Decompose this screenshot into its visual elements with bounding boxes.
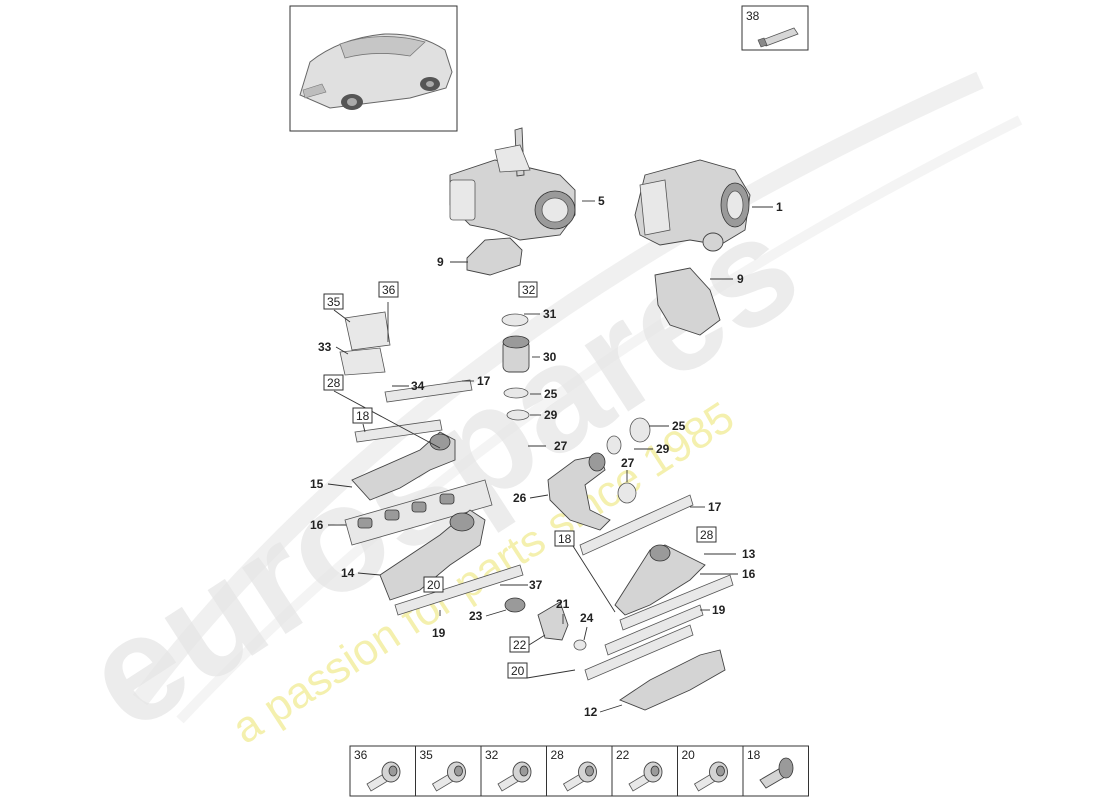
callout-1: 1 xyxy=(776,200,783,214)
callout-31: 31 xyxy=(543,307,557,321)
fastener-cell: 22 xyxy=(611,745,678,797)
callout-33: 33 xyxy=(318,340,332,354)
callout-13: 13 xyxy=(742,547,756,561)
callout-29a: 29 xyxy=(544,408,558,422)
callout-24: 24 xyxy=(580,611,594,625)
callout-19b: 19 xyxy=(712,603,726,617)
callout-12: 12 xyxy=(584,705,598,719)
fastener-cell: 35 xyxy=(415,745,482,797)
turbocharger-left xyxy=(449,127,576,241)
gasket-19-left xyxy=(394,564,524,616)
boxed-callout-35: 35 xyxy=(327,295,341,309)
fastener-ref: 20 xyxy=(682,748,696,762)
adapter-stack-30 xyxy=(501,313,530,421)
sensor-21 xyxy=(504,597,587,651)
boxed-callouts: 32 35 36 28 18 28 18 20 22 20 xyxy=(323,281,717,679)
callout-37: 37 xyxy=(529,578,543,592)
bolt-icon xyxy=(497,761,532,792)
bolt-icon xyxy=(693,761,728,792)
turbocharger-heatshield-left xyxy=(466,237,523,276)
fastener-strip: 36 35 32 28 22 20 18 xyxy=(349,745,809,797)
clamp-25 xyxy=(606,417,651,504)
sealant-tube-icon xyxy=(757,27,799,48)
manifold-gasket-left xyxy=(344,479,493,546)
callout-17a: 17 xyxy=(477,374,491,388)
sealant-box: 38 xyxy=(741,5,809,51)
bolt-icon xyxy=(431,761,466,792)
callout-9b: 9 xyxy=(737,272,744,286)
vehicle-thumbnail xyxy=(289,5,458,132)
callout-23: 23 xyxy=(469,609,483,623)
sealant-ref: 38 xyxy=(746,9,760,23)
fastener-ref: 36 xyxy=(354,748,368,762)
exhaust-manifold-12 xyxy=(584,624,726,711)
boxed-callout-32: 32 xyxy=(522,283,536,297)
callout-25b: 25 xyxy=(672,419,686,433)
fastener-ref: 35 xyxy=(420,748,434,762)
fastener-ref: 22 xyxy=(616,748,630,762)
boxed-callout-28b: 28 xyxy=(700,528,714,542)
gasket-19-right xyxy=(604,604,704,656)
callout-labels: 1 5 9 9 31 30 25 29 33 34 17 27 25 29 27… xyxy=(310,194,783,719)
bolt-icon xyxy=(562,761,597,792)
callout-34: 34 xyxy=(411,379,425,393)
boxed-callout-36: 36 xyxy=(382,283,396,297)
exhaust-manifold-left xyxy=(351,431,456,501)
fastener-ref: 32 xyxy=(485,748,499,762)
gasket-17-right xyxy=(579,494,694,556)
nut-icon xyxy=(759,757,794,789)
callout-16b: 16 xyxy=(742,567,756,581)
callout-26: 26 xyxy=(513,491,527,505)
fastener-cell: 36 xyxy=(349,745,416,797)
callout-27a: 27 xyxy=(554,439,568,453)
exhaust-pipe-26 xyxy=(547,452,611,531)
boxed-callout-18b: 18 xyxy=(558,532,572,546)
callout-19a: 19 xyxy=(432,626,446,640)
gasket-17-left xyxy=(354,379,473,443)
bolt-icon xyxy=(628,761,663,792)
callout-29b: 29 xyxy=(656,442,670,456)
callout-14: 14 xyxy=(341,566,355,580)
exhaust-manifold-14 xyxy=(379,509,486,601)
fastener-cell: 32 xyxy=(480,745,547,797)
car-thumbnail-icon xyxy=(299,33,453,110)
boxed-callout-28a: 28 xyxy=(327,376,341,390)
turbocharger-right xyxy=(634,159,751,252)
turbocharger-bracket-right xyxy=(654,267,721,336)
callout-27b: 27 xyxy=(621,456,635,470)
callout-25a: 25 xyxy=(544,387,558,401)
exhaust-manifold-13 xyxy=(614,544,706,616)
heat-shield-33 xyxy=(339,311,391,376)
boxed-callout-18a: 18 xyxy=(356,409,370,423)
callout-9a: 9 xyxy=(437,255,444,269)
leader-lines xyxy=(327,200,773,713)
callout-5: 5 xyxy=(598,194,605,208)
gasket-16-right xyxy=(619,574,734,631)
callout-30: 30 xyxy=(543,350,557,364)
callout-15: 15 xyxy=(310,477,324,491)
boxed-callout-22: 22 xyxy=(513,638,527,652)
callout-21: 21 xyxy=(556,597,570,611)
callout-17b: 17 xyxy=(708,500,722,514)
boxed-callout-20a: 20 xyxy=(427,578,441,592)
fastener-cell: 20 xyxy=(677,745,744,797)
bolt-icon xyxy=(366,761,401,792)
fastener-cell: 28 xyxy=(546,745,613,797)
fastener-cell: 18 xyxy=(742,745,809,797)
boxed-callout-20b: 20 xyxy=(511,664,525,678)
callout-16a: 16 xyxy=(310,518,324,532)
fastener-ref: 28 xyxy=(551,748,565,762)
fastener-ref: 18 xyxy=(747,748,761,762)
